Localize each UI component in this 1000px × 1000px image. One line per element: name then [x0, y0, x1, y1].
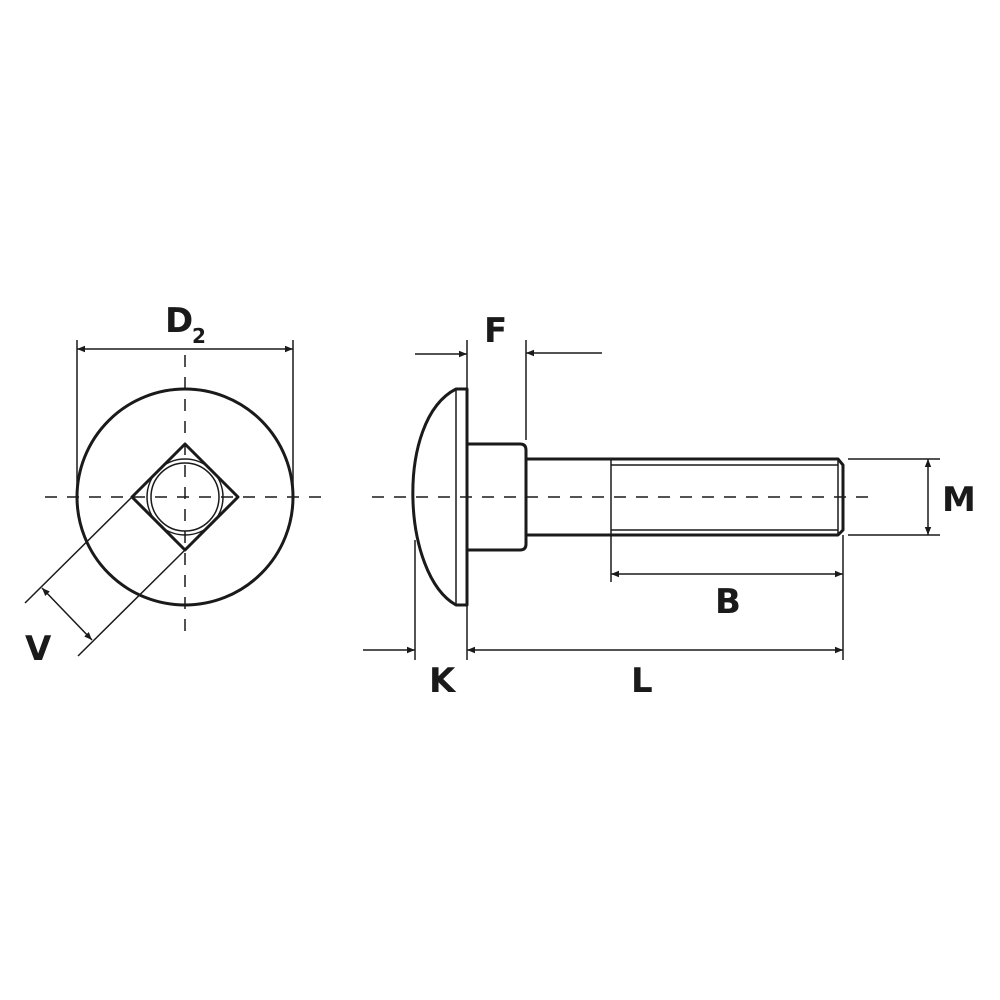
- v-label: V: [25, 629, 52, 669]
- domed-head-outline: [411, 387, 469, 607]
- v-extension-line-2: [77, 549, 186, 657]
- front-view: V D 2: [24, 301, 330, 669]
- square-neck-side: [467, 442, 528, 552]
- f-label: F: [484, 311, 507, 351]
- shank-outline: [526, 457, 845, 537]
- d2-subscript: 2: [192, 324, 206, 348]
- d2-label: D: [165, 301, 193, 341]
- shank-circle-outer: [146, 458, 224, 536]
- l-label: L: [631, 661, 653, 701]
- k-label: K: [429, 661, 457, 701]
- m-label: M: [942, 480, 976, 520]
- b-label: B: [715, 582, 741, 622]
- shank-circle-inner: [150, 462, 220, 532]
- side-view: F M B K L: [363, 311, 976, 701]
- v-extension-line-1: [24, 496, 133, 604]
- v-dimension-line: [41, 587, 93, 641]
